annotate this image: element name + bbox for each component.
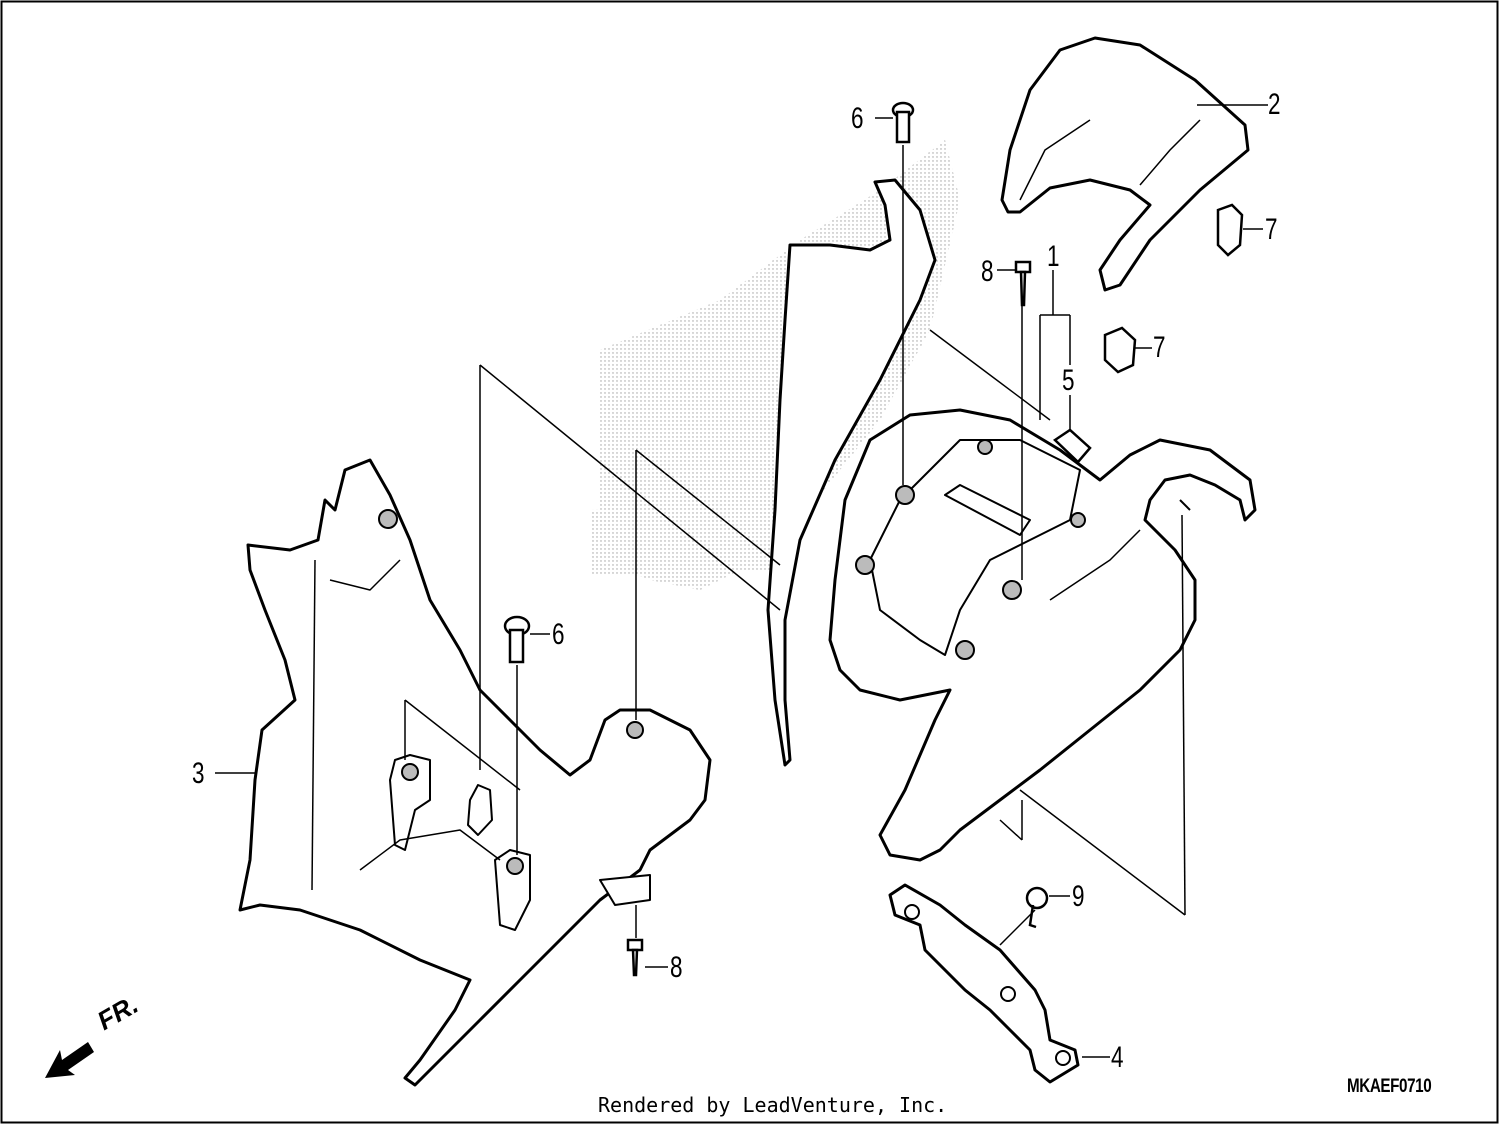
part-9-nut	[1025, 886, 1049, 929]
part-1-front-cover	[766, 178, 1257, 862]
part-8-screw-upper	[1014, 260, 1032, 307]
callout-1: 1	[1047, 240, 1060, 273]
part-4-bracket	[888, 883, 1080, 1084]
assembly-lines	[404, 145, 1186, 946]
part-3-inner-cover	[238, 458, 712, 1087]
callout-8-lower: 8	[670, 951, 683, 984]
callout-8-upper: 8	[981, 255, 994, 288]
part-5-seal	[1053, 428, 1092, 464]
callout-4: 4	[1111, 1041, 1124, 1074]
diagram-code: MKAEF0710	[1347, 1076, 1432, 1097]
part-7-clip-upper	[1216, 203, 1244, 257]
part-8-screw-lower	[626, 938, 644, 977]
callout-7-upper: 7	[1265, 213, 1278, 246]
footer-credit: Rendered by LeadVenture, Inc.	[598, 1093, 948, 1117]
callout-6-left: 6	[552, 618, 565, 651]
part-6-bolt-top	[891, 101, 915, 144]
leader-lines	[215, 104, 1268, 1058]
part-2-top-cover	[1000, 36, 1250, 292]
callout-6-top: 6	[851, 102, 864, 135]
front-arrow-icon	[45, 1042, 94, 1078]
callout-5: 5	[1062, 364, 1075, 397]
callout-2: 2	[1268, 88, 1281, 121]
part-7-clip-lower	[1103, 326, 1137, 374]
callout-9: 9	[1072, 880, 1085, 913]
callout-7-lower: 7	[1153, 331, 1166, 364]
part-6-bolt-left	[503, 615, 531, 664]
callout-3: 3	[192, 757, 205, 790]
